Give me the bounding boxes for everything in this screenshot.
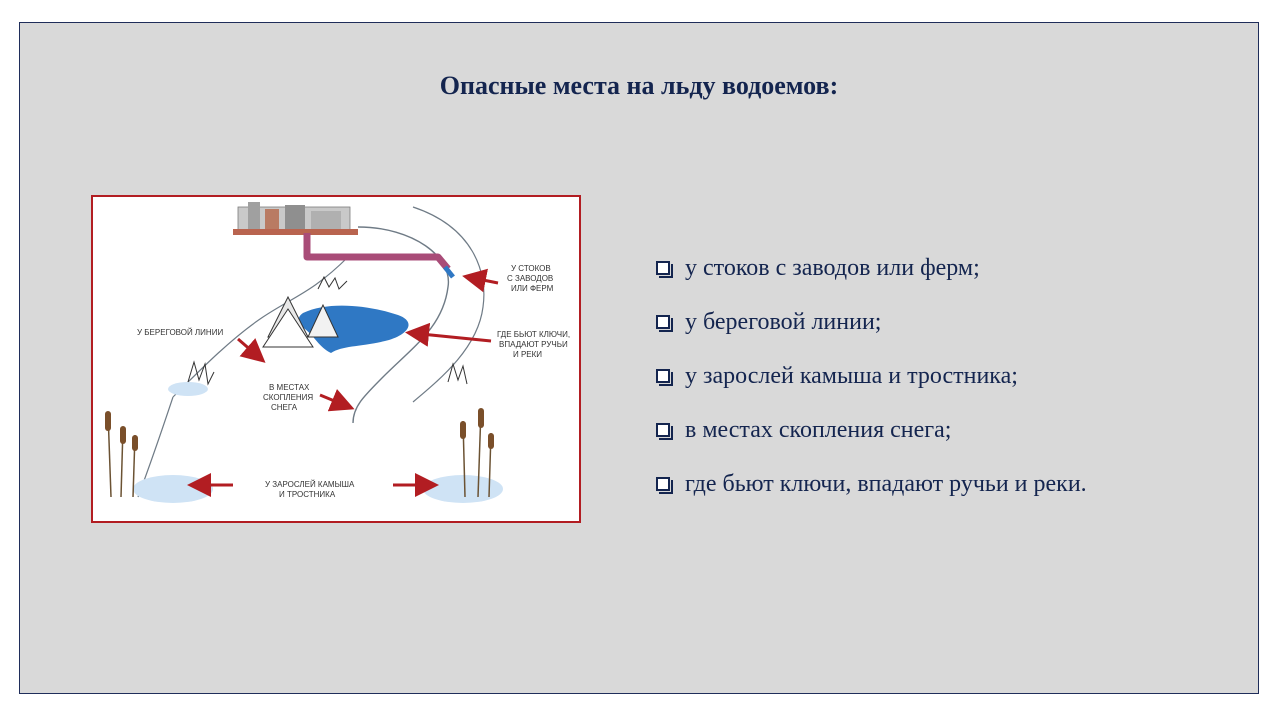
reeds-right-icon: [460, 408, 494, 498]
illustration-canvas: у стоков с заводов или ферм у береговой …: [105, 202, 572, 503]
list-item: у зарослей камыша и тростника;: [656, 349, 1087, 403]
ice-danger-illustration: у стоков с заводов или ферм у береговой …: [91, 195, 581, 523]
slide: Опасные места на льду водоемов:: [19, 22, 1259, 694]
list-item-text: у береговой линии;: [685, 308, 882, 335]
arrow-drain: [462, 268, 499, 293]
list-item: у стоков с заводов или ферм;: [656, 241, 1087, 295]
slide-title: Опасные места на льду водоемов:: [439, 71, 839, 100]
checkbox-bullet-icon: [656, 315, 673, 332]
arrow-springs: [405, 322, 492, 347]
snow-tree-icon: [262, 295, 339, 348]
label-drain: у стоков с заводов или ферм: [507, 264, 556, 293]
list-item: в местах скопления снега;: [656, 403, 1087, 457]
list-item-text: у стоков с заводов или ферм;: [685, 254, 980, 281]
checkbox-bullet-icon: [656, 423, 673, 440]
list-item-text: где бьют ключи, впадают ручьи и реки.: [685, 470, 1087, 497]
list-item: у береговой линии;: [656, 295, 1087, 349]
factory-icon: [233, 202, 358, 235]
arrows: [187, 268, 499, 497]
label-snow: в местах скопления снега: [263, 383, 315, 412]
label-reeds: у зарослей камыша и тростника: [265, 480, 357, 499]
reeds-left-icon: [105, 411, 138, 498]
checkbox-bullet-icon: [656, 477, 673, 494]
list-item: где бьют ключи, впадают ручьи и реки.: [656, 457, 1087, 511]
arrow-shore: [237, 337, 266, 363]
label-shore: у береговой линии: [137, 328, 223, 337]
list-item-text: в местах скопления снега;: [685, 416, 952, 443]
checkbox-bullet-icon: [656, 261, 673, 278]
list-item-text: у зарослей камыша и тростника;: [685, 362, 1018, 389]
label-springs: где бьют ключи, впадают ручьи и реки: [497, 330, 572, 359]
arrow-snow: [319, 389, 355, 412]
danger-list: у стоков с заводов или ферм; у береговой…: [656, 241, 1087, 511]
checkbox-bullet-icon: [656, 369, 673, 386]
